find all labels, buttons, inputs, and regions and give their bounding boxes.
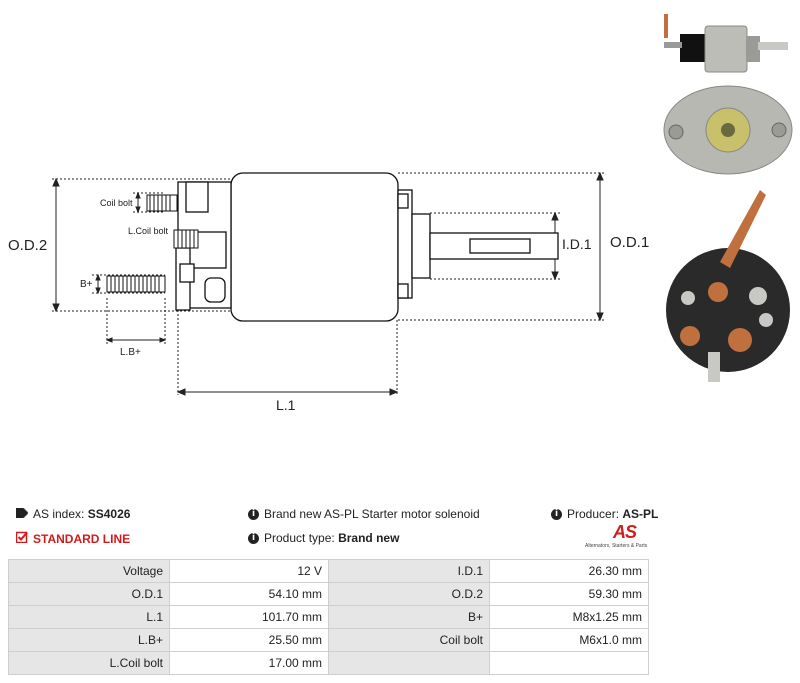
as-index-label: AS index: (33, 507, 85, 521)
description-text: Brand new AS-PL Starter motor solenoid (264, 507, 480, 521)
spec-value (489, 651, 649, 675)
l1-label: L.1 (276, 397, 296, 413)
table-row: L.B+ 25.50 mm Coil bolt M6x1.0 mm (8, 628, 649, 652)
spec-key: Voltage (8, 559, 170, 583)
as-pl-logo: AS Alternators, Starters & Parts (585, 522, 651, 552)
spec-key: L.B+ (8, 628, 170, 652)
info-icon: i (248, 508, 259, 520)
spec-value: 12 V (169, 559, 329, 583)
l-coil-bolt-label: L.Coil bolt (128, 226, 169, 236)
tag-icon (16, 507, 29, 521)
spec-key: L.Coil bolt (8, 651, 170, 675)
spec-value: 101.70 mm (169, 605, 329, 629)
product-type-label: Product type: (264, 531, 335, 545)
table-row: O.D.1 54.10 mm O.D.2 59.30 mm (8, 582, 649, 606)
producer-label: Producer: (567, 507, 620, 521)
description: i Brand new AS-PL Starter motor solenoid (248, 507, 480, 521)
dimension-guides (52, 172, 605, 395)
product-photo-back (666, 190, 790, 382)
table-row: Voltage 12 V I.D.1 26.30 mm (8, 559, 649, 583)
lbplus-label: L.B+ (120, 347, 141, 358)
spec-value: M6x1.0 mm (489, 628, 649, 652)
spec-key (328, 651, 490, 675)
spec-value: 17.00 mm (169, 651, 329, 675)
od2-label: O.D.2 (8, 237, 47, 254)
product-type: i Product type: Brand new (248, 531, 399, 545)
solenoid-technical-drawing: O.D.2 O.D.1 I.D.1 L.1 B+ L.B+ Coil bolt … (8, 14, 793, 413)
spec-value: 26.30 mm (489, 559, 649, 583)
bplus-label: B+ (80, 279, 93, 290)
info-icon: i (551, 508, 562, 520)
product-photo-front (663, 85, 793, 175)
od1-label: O.D.1 (610, 234, 649, 251)
table-row: L.Coil bolt 17.00 mm (8, 651, 649, 675)
logo-mark: AS (613, 522, 637, 542)
coil-bolt-label: Coil bolt (100, 198, 133, 208)
as-index-value: SS4026 (87, 507, 131, 521)
spec-value: 54.10 mm (169, 582, 329, 606)
producer-value: AS-PL (622, 507, 659, 521)
spec-key: I.D.1 (328, 559, 490, 583)
spec-value: M8x1.25 mm (489, 605, 649, 629)
logo-tagline: Alternators, Starters & Parts (585, 543, 648, 549)
product-photo-side (664, 14, 788, 73)
solenoid-outline (175, 172, 559, 322)
spec-value: 59.30 mm (489, 582, 649, 606)
id1-label: I.D.1 (562, 236, 592, 252)
spec-key: O.D.1 (8, 582, 170, 606)
table-row: L.1 101.70 mm B+ M8x1.25 mm (8, 605, 649, 629)
spec-key: L.1 (8, 605, 170, 629)
spec-key: B+ (328, 605, 490, 629)
as-index: AS index: SS4026 (16, 507, 130, 521)
check-square-icon (15, 531, 28, 546)
spec-key: O.D.2 (328, 582, 490, 606)
info-icon: i (248, 532, 259, 544)
specs-table: Voltage 12 V I.D.1 26.30 mm O.D.1 54.10 … (8, 559, 649, 675)
spec-key: Coil bolt (328, 628, 490, 652)
product-type-value: Brand new (338, 531, 400, 545)
producer: i Producer: AS-PL (551, 507, 658, 521)
bolt-threads (110, 195, 195, 292)
standard-line: STANDARD LINE (15, 531, 131, 546)
spec-value: 25.50 mm (169, 628, 329, 652)
dimension-arrows (52, 171, 604, 396)
standard-line-text: STANDARD LINE (33, 531, 131, 546)
